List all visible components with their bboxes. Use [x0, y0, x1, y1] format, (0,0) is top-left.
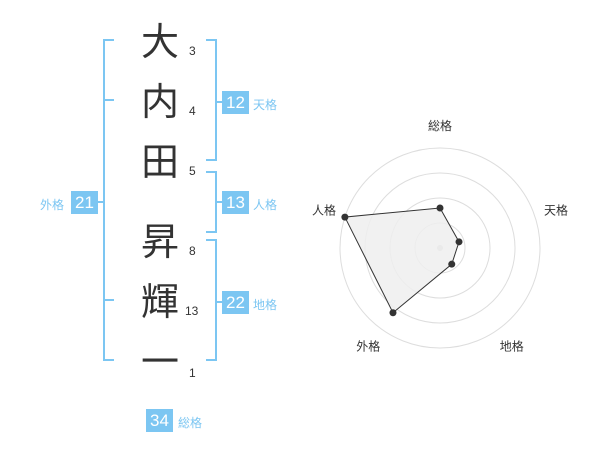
chikaku-label: 地格	[253, 298, 278, 312]
radar-point	[389, 309, 397, 317]
name-char-3: 田	[140, 140, 179, 184]
stroke-count-4: 8	[189, 244, 196, 258]
radar-point	[455, 238, 463, 246]
name-char-6: 一	[140, 340, 179, 384]
gaikaku-label: 外格	[40, 198, 65, 212]
radar-axis-label: 外格	[356, 339, 380, 354]
jinkaku-value-badge: 13	[222, 191, 249, 214]
radar-axis-label: 人格	[312, 202, 336, 217]
tenkaku-label: 天格	[253, 98, 278, 112]
soukaku-value-badge: 34	[146, 409, 173, 432]
radar-axis-label: 総格	[428, 118, 452, 133]
gaikaku-value-badge: 21	[71, 191, 98, 214]
name-char-1: 大	[140, 20, 179, 64]
name-char-4: 昇	[140, 220, 179, 264]
name-char-5: 輝	[140, 280, 179, 324]
radar-series-area	[344, 207, 460, 314]
soukaku-label: 総格	[178, 416, 203, 430]
radar-axis-label: 天格	[544, 202, 568, 217]
radar-ring	[339, 147, 541, 349]
stroke-count-2: 4	[189, 104, 196, 118]
radar-axis-label: 地格	[500, 339, 524, 354]
radar-point	[436, 204, 444, 212]
stroke-count-6: 1	[189, 366, 196, 380]
stroke-count-5: 13	[185, 304, 199, 318]
chikaku-value-badge: 22	[222, 291, 249, 314]
stroke-count-3: 5	[189, 164, 196, 178]
radar-point	[448, 260, 456, 268]
radar-point	[341, 213, 349, 221]
tenkaku-value-badge: 12	[222, 91, 249, 114]
stroke-count-1: 3	[189, 44, 196, 58]
name-char-2: 内	[140, 80, 179, 124]
jinkaku-label: 人格	[253, 198, 278, 212]
